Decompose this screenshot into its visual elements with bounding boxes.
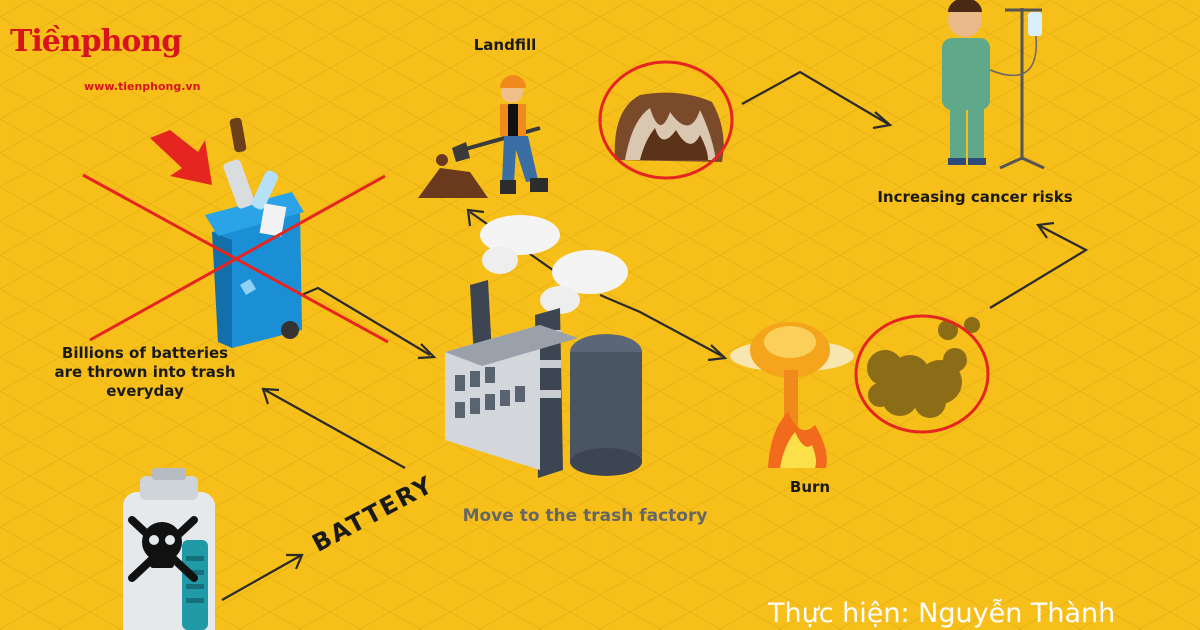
- label-billions-line3: everyday: [40, 382, 250, 401]
- label-cancer-risks: Increasing cancer risks: [850, 188, 1100, 206]
- dirt-mound-icon: [615, 93, 724, 162]
- arrow-bin-to-factory-head: [418, 344, 434, 358]
- arrow-mound-to-patient: [742, 72, 888, 124]
- label-billions-line1: Billions of batteries: [40, 344, 250, 363]
- logo-wordmark: Tiềnphong: [10, 24, 181, 59]
- arrow-smoke-to-cancer-head: [1038, 223, 1054, 238]
- credit-text: Thực hiện: Nguyễn Thành: [768, 598, 1115, 629]
- label-burn: Burn: [770, 478, 850, 496]
- arrow-battery-to-word: [222, 556, 300, 600]
- arrow-battery-word-to-bin: [265, 390, 405, 468]
- label-billions-line2: are thrown into trash: [40, 363, 250, 382]
- explosion-icon: [730, 322, 854, 468]
- label-trash-factory: Move to the trash factory: [440, 506, 730, 526]
- arrow-smoke-to-cancer: [990, 226, 1086, 308]
- label-billions-batteries: Billions of batteries are thrown into tr…: [40, 344, 250, 401]
- brand-logo[interactable]: Tiềnphong www.tienphong.vn: [10, 24, 195, 99]
- logo-url: www.tienphong.vn: [84, 80, 200, 93]
- label-landfill: Landfill: [455, 36, 555, 54]
- arrow-bin-to-factory: [290, 288, 430, 355]
- trash-bin-icon: [205, 117, 304, 348]
- worker-icon: [418, 75, 548, 198]
- red-pointer-arrow: [150, 130, 212, 185]
- smoke-cloud-icon: [867, 317, 980, 418]
- patient-icon: [942, 0, 1044, 168]
- factory-icon: [445, 215, 642, 478]
